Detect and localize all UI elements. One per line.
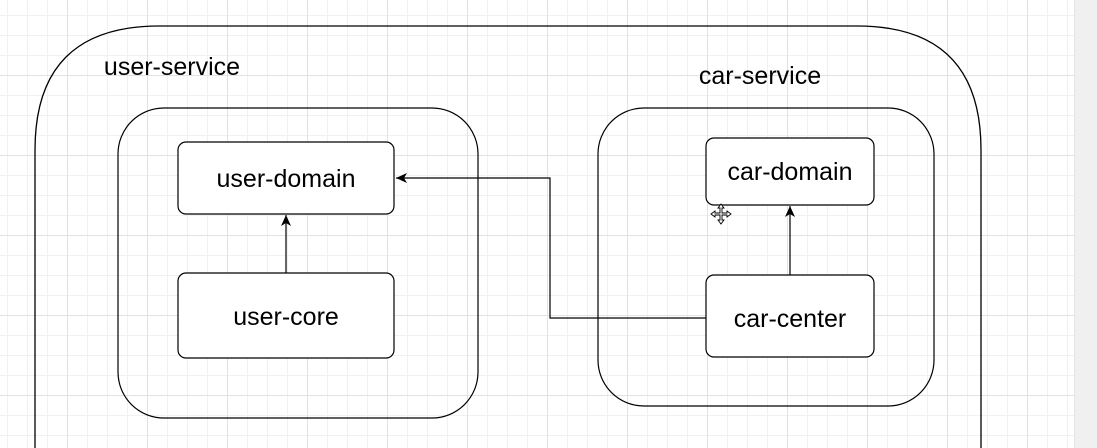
car-service-label: car-service	[699, 62, 821, 90]
user-module-group[interactable]	[117, 107, 479, 419]
user-domain-box[interactable]	[177, 141, 395, 215]
car-center-label: car-center	[734, 305, 847, 333]
vertical-scrollbar[interactable]	[1074, 0, 1097, 448]
car-service-group[interactable]	[597, 107, 935, 407]
user-service-label: user-service	[104, 53, 240, 81]
car-domain-box[interactable]	[705, 137, 875, 206]
edge-car-center-to-user-domain[interactable]	[396, 173, 706, 319]
diagram-canvas[interactable]	[0, 0, 1075, 448]
user-core-label: user-core	[233, 303, 339, 331]
user-service-container[interactable]	[34, 25, 982, 448]
car-domain-label: car-domain	[727, 158, 852, 186]
architecture-diagram: user-service user-domain user-core car-s…	[34, 25, 982, 448]
move-cursor-icon	[710, 203, 732, 225]
user-domain-label: user-domain	[217, 165, 356, 193]
